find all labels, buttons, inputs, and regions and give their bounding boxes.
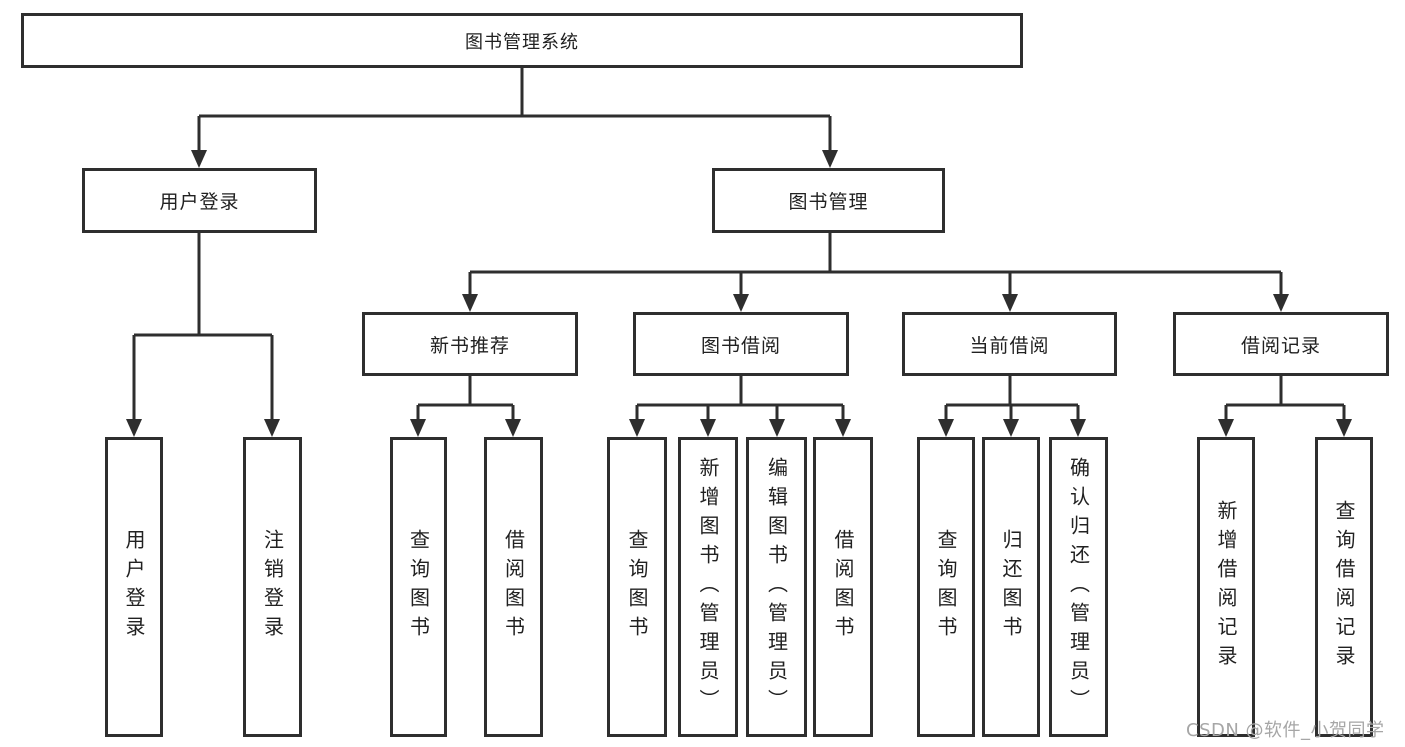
leaf-add-borrow-record-label: 新增借阅记录 (1214, 500, 1238, 674)
connector-user-login (132, 233, 274, 421)
arrow-down-icon (700, 419, 716, 437)
connector-new-rec (416, 376, 515, 421)
arrow-down-icon (629, 419, 645, 437)
leaf-query-books-borrow-label: 查询图书 (625, 529, 649, 645)
arrow-down-icon (835, 419, 851, 437)
leaf-add-book-admin: 新增图书（管理员） (678, 437, 738, 737)
arrow-down-icon (1336, 419, 1352, 437)
leaf-edit-book-admin-label: 编辑图书（管理员） (764, 456, 789, 718)
leaf-return-books: 归还图书 (982, 437, 1040, 737)
arrow-down-icon (505, 419, 521, 437)
leaf-add-book-admin-label: 新增图书（管理员） (696, 456, 720, 718)
node-root: 图书管理系统 (21, 13, 1023, 68)
arrow-down-icon (822, 150, 838, 168)
arrow-down-icon (733, 294, 749, 312)
arrow-down-icon (410, 419, 426, 437)
node-current-borrowing: 当前借阅 (902, 312, 1117, 376)
node-user-login: 用户登录 (82, 168, 317, 233)
connector-book-mgmt (468, 233, 1283, 296)
leaf-query-books-current: 查询图书 (917, 437, 975, 737)
leaf-edit-book-admin: 编辑图书（管理员） (746, 437, 807, 737)
leaf-return-books-label: 归还图书 (999, 529, 1023, 645)
connector-history (1224, 376, 1346, 421)
leaf-confirm-return-admin-label: 确认归还（管理员） (1066, 456, 1091, 718)
connector-root (197, 68, 832, 152)
leaf-confirm-return-admin: 确认归还（管理员） (1049, 437, 1108, 737)
arrow-down-icon (264, 419, 280, 437)
leaf-borrow-books: 借阅图书 (813, 437, 873, 737)
node-book-management-label: 图书管理 (788, 191, 869, 213)
leaf-add-borrow-record: 新增借阅记录 (1197, 437, 1255, 737)
leaf-query-borrow-record-label: 查询借阅记录 (1332, 500, 1356, 674)
arrow-down-icon (191, 150, 207, 168)
leaf-query-books-recommend: 查询图书 (390, 437, 447, 737)
node-book-borrowing-label: 图书借阅 (700, 334, 781, 357)
leaf-query-books-borrow: 查询图书 (607, 437, 667, 737)
leaf-borrow-books-recommend: 借阅图书 (484, 437, 543, 737)
arrow-down-icon (1070, 419, 1086, 437)
node-new-book-recommend: 新书推荐 (362, 312, 578, 376)
node-book-borrowing: 图书借阅 (633, 312, 849, 376)
node-new-book-recommend-label: 新书推荐 (429, 334, 510, 357)
leaf-query-books-current-label: 查询图书 (934, 529, 958, 645)
arrow-down-icon (769, 419, 785, 437)
node-current-borrowing-label: 当前借阅 (969, 334, 1050, 357)
leaf-borrow-books-label: 借阅图书 (831, 529, 855, 645)
arrow-down-icon (938, 419, 954, 437)
node-borrow-records: 借阅记录 (1173, 312, 1389, 376)
arrow-down-icon (1003, 419, 1019, 437)
leaf-logout: 注销登录 (243, 437, 302, 737)
arrow-down-icon (462, 294, 478, 312)
node-user-login-label: 用户登录 (159, 191, 240, 213)
leaf-user-login-label: 用户登录 (122, 529, 146, 645)
leaf-user-login: 用户登录 (105, 437, 163, 737)
connector-book-borrow (635, 376, 845, 421)
node-borrow-records-label: 借阅记录 (1240, 334, 1321, 357)
leaf-logout-label: 注销登录 (260, 529, 285, 645)
csdn-watermark: CSDN @软件_小贺同学 (1186, 720, 1385, 741)
arrow-down-icon (1218, 419, 1234, 437)
arrow-down-icon (1002, 294, 1018, 312)
arrow-down-icon (126, 419, 142, 437)
connector-current (944, 376, 1080, 421)
arrow-down-icon (1273, 294, 1289, 312)
node-root-label: 图书管理系统 (465, 31, 579, 53)
leaf-borrow-books-recommend-label: 借阅图书 (501, 529, 526, 645)
node-book-management: 图书管理 (712, 168, 945, 233)
leaf-query-books-recommend-label: 查询图书 (406, 529, 431, 645)
leaf-query-borrow-record: 查询借阅记录 (1315, 437, 1373, 737)
